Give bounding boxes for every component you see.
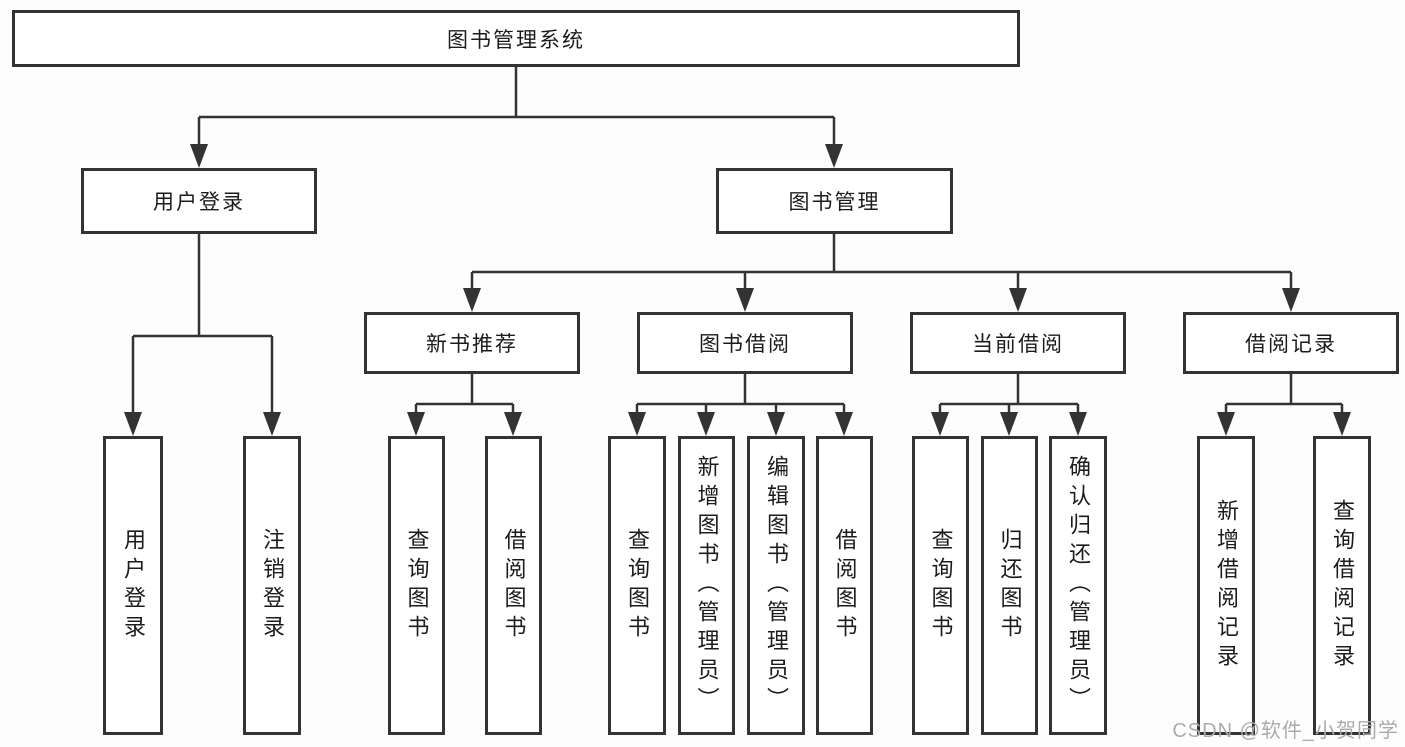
leaf-nb-query-book: 查询图书 [388, 436, 445, 735]
csdn-watermark: CSDN @软件_小贺同学 [1172, 720, 1399, 742]
leaf-logout-label: 注销登录 [260, 527, 285, 644]
leaf-br-add-record-label: 新增借阅记录 [1214, 498, 1239, 673]
node-new-book-recommend-label: 新书推荐 [426, 333, 518, 356]
leaf-br-query-record: 查询借阅记录 [1313, 436, 1371, 735]
node-library-system: 图书管理系统 [12, 10, 1020, 67]
node-current-borrow: 当前借阅 [910, 312, 1126, 374]
edges-user-login [131, 234, 274, 414]
node-book-management-label: 图书管理 [788, 191, 881, 214]
leaf-bb-query-book: 查询图书 [608, 436, 666, 735]
edges-current-borrow [938, 374, 1080, 414]
leaf-bb-borrow-book: 借阅图书 [816, 436, 873, 735]
node-book-management: 图书管理 [716, 168, 953, 234]
leaf-nb-borrow-book: 借阅图书 [485, 436, 542, 735]
leaf-bb-edit-book-admin: 编辑图书（管理员） [747, 436, 805, 735]
node-borrow-records: 借阅记录 [1183, 312, 1399, 374]
node-user-login: 用户登录 [81, 168, 317, 234]
leaf-nb-borrow-book-label: 借阅图书 [501, 527, 527, 644]
node-book-borrow-label: 图书借阅 [699, 333, 791, 356]
leaf-cb-confirm-return-admin: 确认归还（管理员） [1049, 436, 1107, 735]
leaf-user-login-label: 用户登录 [121, 527, 146, 644]
node-new-book-recommend: 新书推荐 [364, 312, 580, 374]
leaf-cb-return-book-label: 归还图书 [997, 527, 1023, 644]
leaf-user-login: 用户登录 [103, 436, 163, 735]
leaf-bb-edit-book-admin-label: 编辑图书（管理员） [764, 455, 789, 716]
node-library-system-label: 图书管理系统 [447, 28, 585, 52]
edges-root [197, 67, 836, 146]
leaf-cb-query-book-label: 查询图书 [928, 527, 954, 644]
leaf-nb-query-book-label: 查询图书 [404, 527, 430, 644]
leaf-cb-return-book: 归还图书 [981, 436, 1038, 735]
leaf-br-add-record: 新增借阅记录 [1197, 436, 1255, 735]
leaf-logout: 注销登录 [243, 436, 301, 735]
leaf-bb-borrow-book-label: 借阅图书 [832, 527, 858, 644]
leaf-bb-add-book-admin-label: 新增图书（管理员） [694, 455, 720, 716]
edges-book-management [470, 234, 1293, 290]
edges-new-book-recommend [414, 374, 515, 414]
node-book-borrow: 图书借阅 [637, 312, 853, 374]
leaf-br-query-record-label: 查询借阅记录 [1330, 498, 1355, 673]
node-user-login-label: 用户登录 [153, 191, 245, 214]
leaf-cb-confirm-return-admin-label: 确认归还（管理员） [1066, 455, 1091, 716]
node-current-borrow-label: 当前借阅 [972, 333, 1064, 356]
leaf-bb-add-book-admin: 新增图书（管理员） [678, 436, 735, 735]
edges-borrow-records [1224, 374, 1344, 414]
edges-book-borrow [635, 374, 846, 414]
node-borrow-records-label: 借阅记录 [1245, 333, 1337, 356]
leaf-cb-query-book: 查询图书 [912, 436, 969, 735]
leaf-bb-query-book-label: 查询图书 [625, 527, 650, 644]
arrowheads [124, 144, 1351, 436]
